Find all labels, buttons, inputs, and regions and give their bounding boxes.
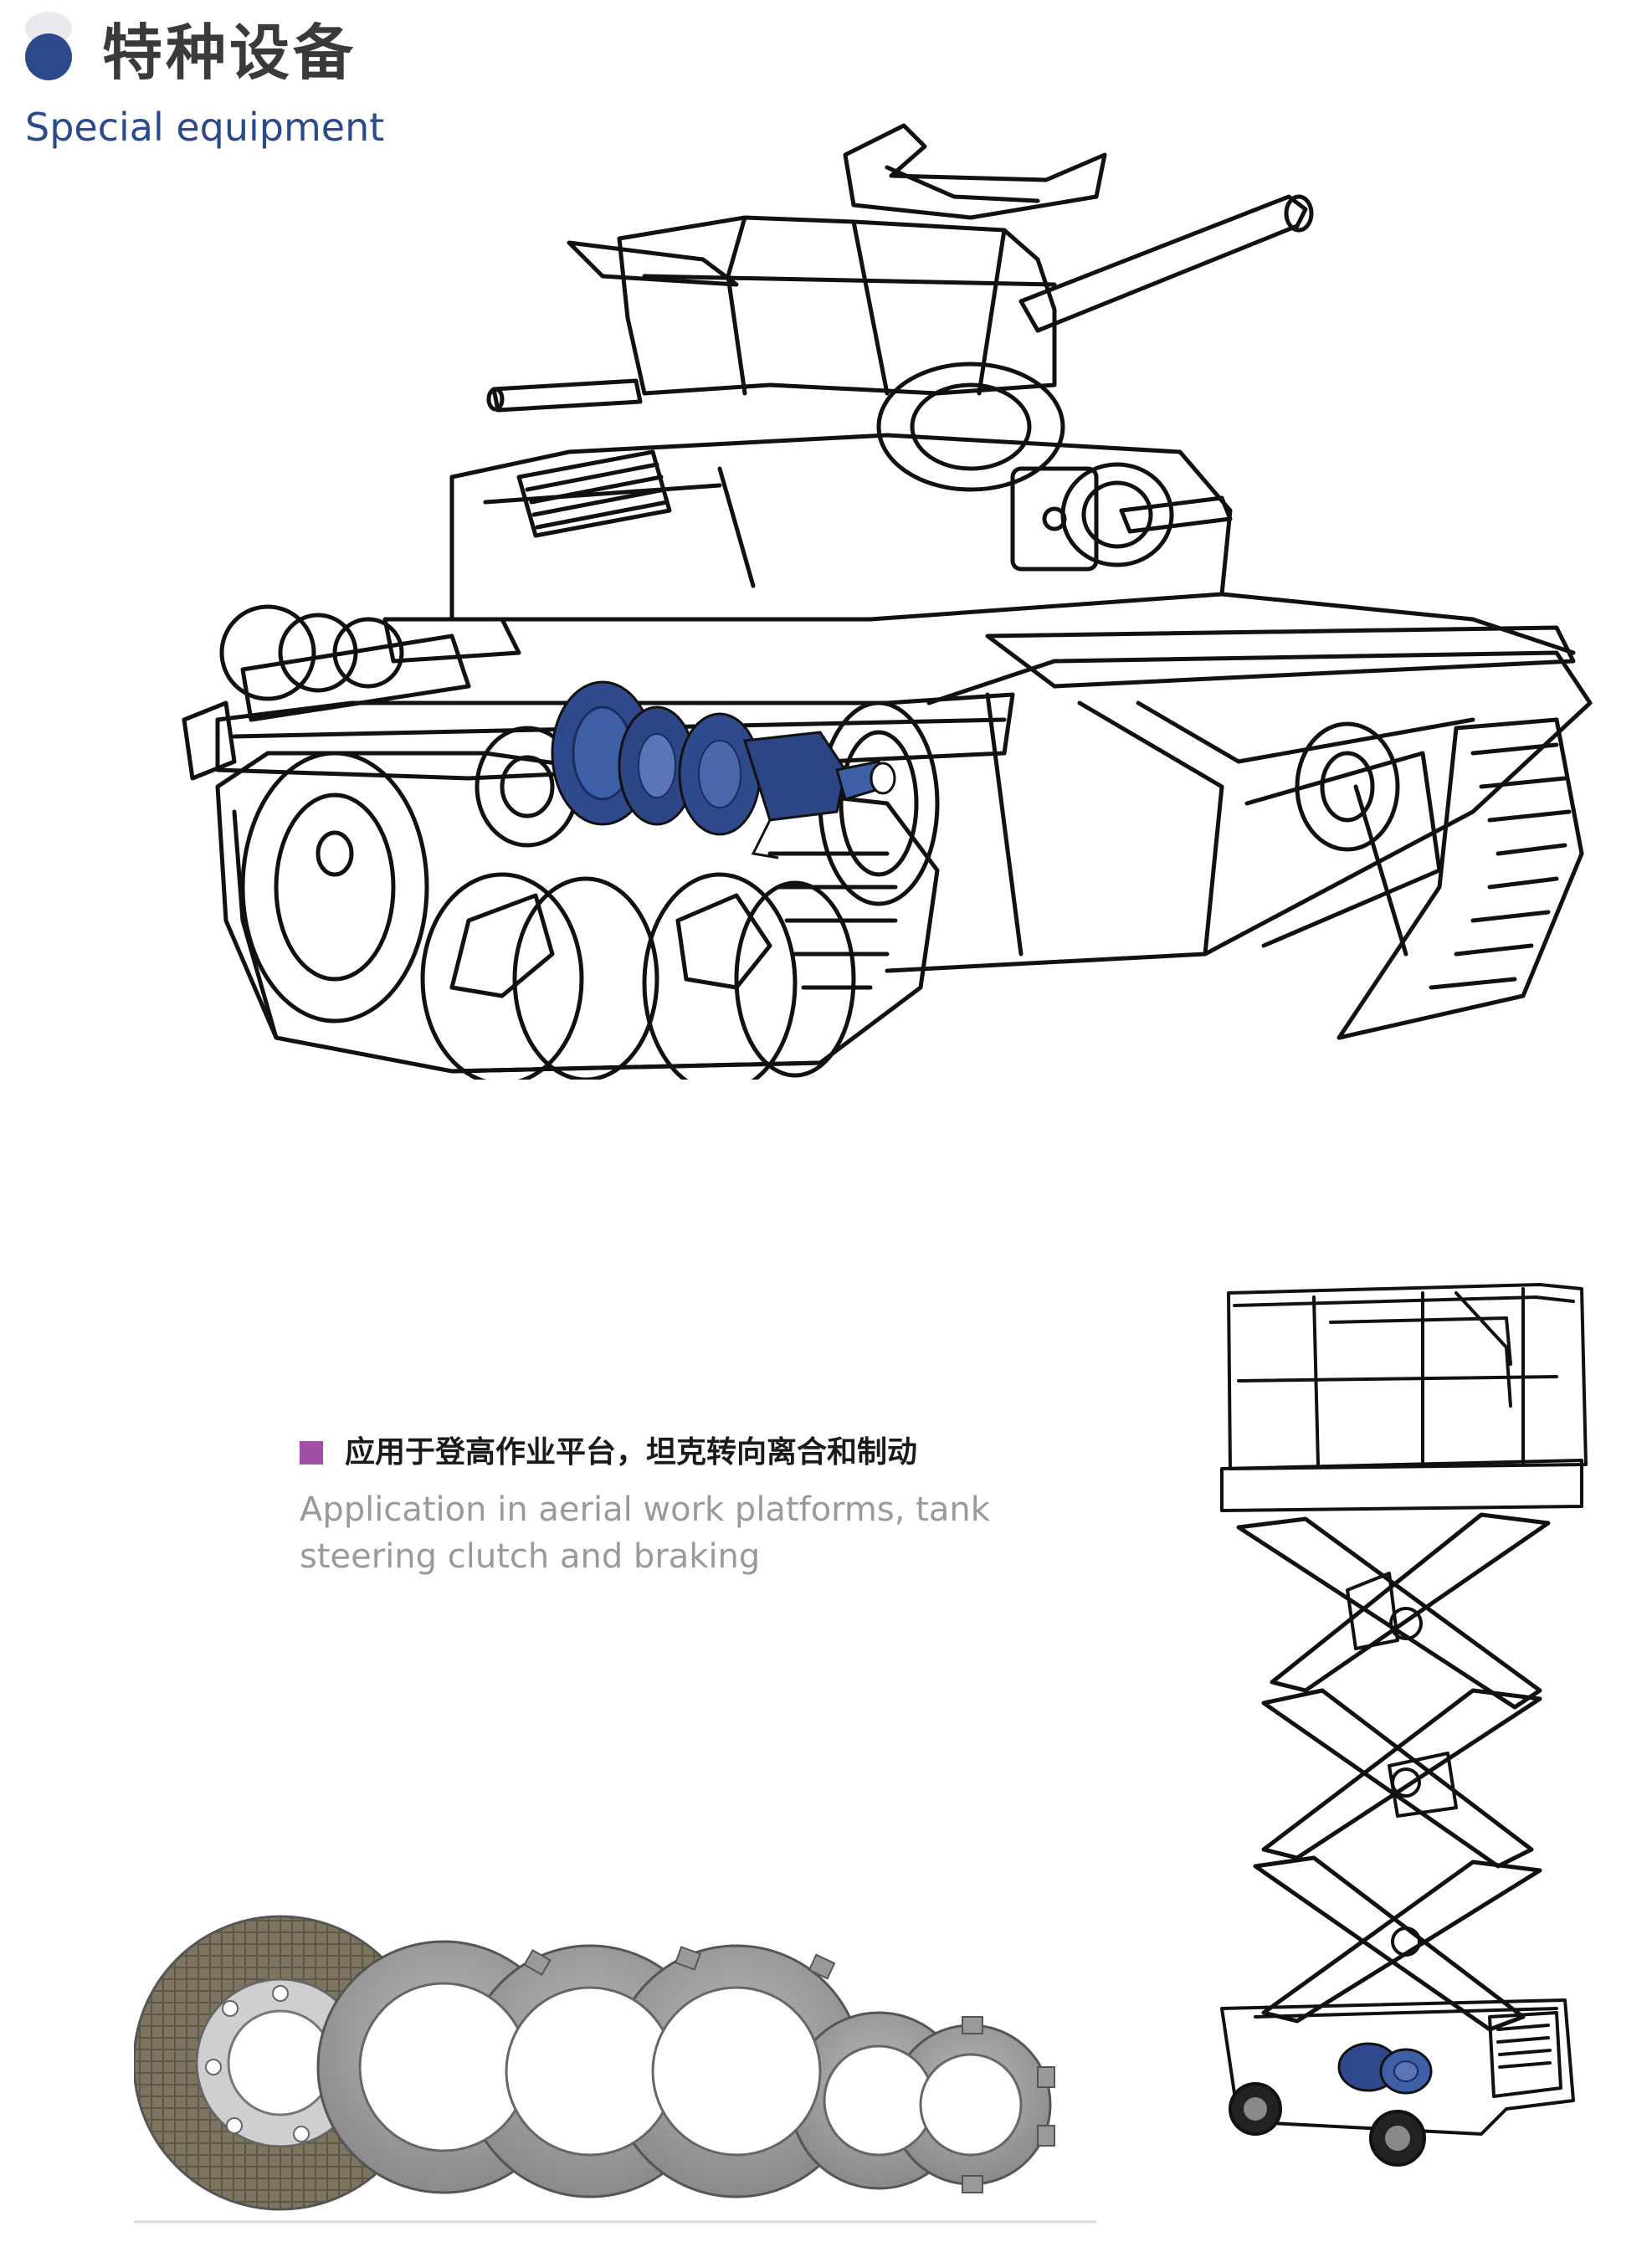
friction-discs-illustration	[134, 1915, 1096, 2224]
tank-illustration	[182, 123, 1593, 1080]
application-text-cn: 应用于登高作业平台，坦克转向离合和制动	[345, 1435, 918, 1470]
square-bullet-icon	[300, 1441, 323, 1465]
application-text-en: Application in aerial work platforms, ta…	[300, 1490, 990, 1576]
page-title: 特种设备	[102, 18, 357, 88]
scissor-lift-illustration	[1220, 1283, 1588, 2167]
page-header: 特种设备 Special equipment	[0, 0, 1652, 159]
clutch-assembly-highlight	[551, 680, 896, 859]
header-bullet-icon	[25, 33, 72, 80]
lift-clutch-highlight	[1337, 2042, 1433, 2095]
page-subtitle: Special equipment	[25, 105, 385, 150]
